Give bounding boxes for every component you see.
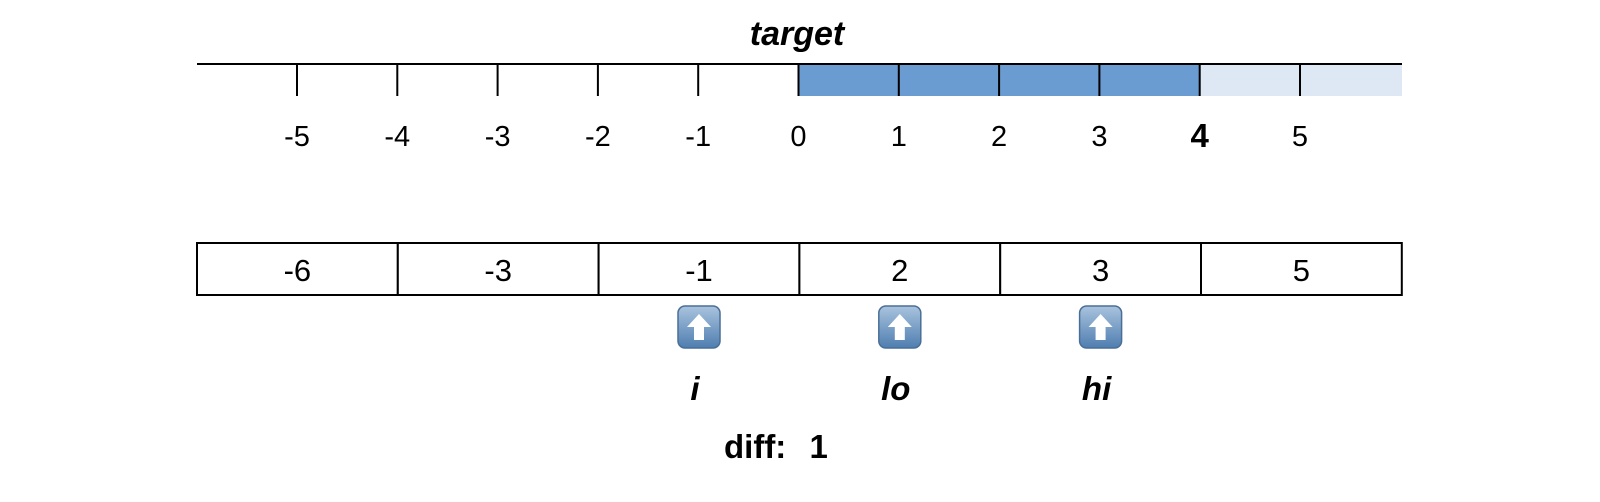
up-arrow-icon xyxy=(878,305,922,349)
pointer-label: hi xyxy=(1082,370,1112,407)
array: -6 -3 -1 2 3 5 xyxy=(196,242,1403,296)
up-arrow-icon xyxy=(677,305,721,349)
pointers: i lo hi xyxy=(677,305,1123,407)
tick-label: 2 xyxy=(991,121,1007,153)
number-line-tick-labels: -5 -4 -3 -2 -1 0 1 2 3 4 5 xyxy=(284,117,1308,154)
diff-value: 1 xyxy=(809,428,827,465)
tick-label: -5 xyxy=(284,121,310,153)
array-cell xyxy=(798,242,1002,296)
diff-readout: diff: 1 xyxy=(724,428,828,465)
diagram-title: target xyxy=(750,15,846,53)
tick-label: 0 xyxy=(790,121,806,153)
pointer-label: i xyxy=(690,370,700,407)
pointer-label: lo xyxy=(881,370,910,407)
array-cell-value: 2 xyxy=(891,253,908,288)
up-arrow-icon xyxy=(1078,305,1123,349)
array-cell-value: 3 xyxy=(1092,253,1109,288)
diff-label: diff: xyxy=(724,428,786,465)
number-line: -5 -4 -3 -2 -1 0 1 2 3 4 5 xyxy=(197,63,1402,154)
array-cell-value: 5 xyxy=(1293,253,1310,288)
tick-label: -4 xyxy=(384,121,410,153)
array-cell-value: -1 xyxy=(685,253,713,288)
number-line-ticks xyxy=(296,64,1301,96)
array-cell xyxy=(1200,242,1403,296)
tick-label-target: 4 xyxy=(1191,117,1210,154)
tick-label: 5 xyxy=(1292,121,1308,153)
pointer-i: i xyxy=(677,305,721,407)
tick-label: 3 xyxy=(1091,121,1107,153)
tick-label: 1 xyxy=(891,121,907,153)
tick-label: -2 xyxy=(585,121,611,153)
array-cell-value: -3 xyxy=(484,253,512,288)
array-cell-value: -6 xyxy=(284,253,312,288)
array-cell xyxy=(396,242,600,296)
tick-label: -1 xyxy=(685,121,711,153)
pointer-lo: lo xyxy=(878,305,922,407)
pointer-hi: hi xyxy=(1078,305,1123,407)
tick-label: -3 xyxy=(485,121,511,153)
